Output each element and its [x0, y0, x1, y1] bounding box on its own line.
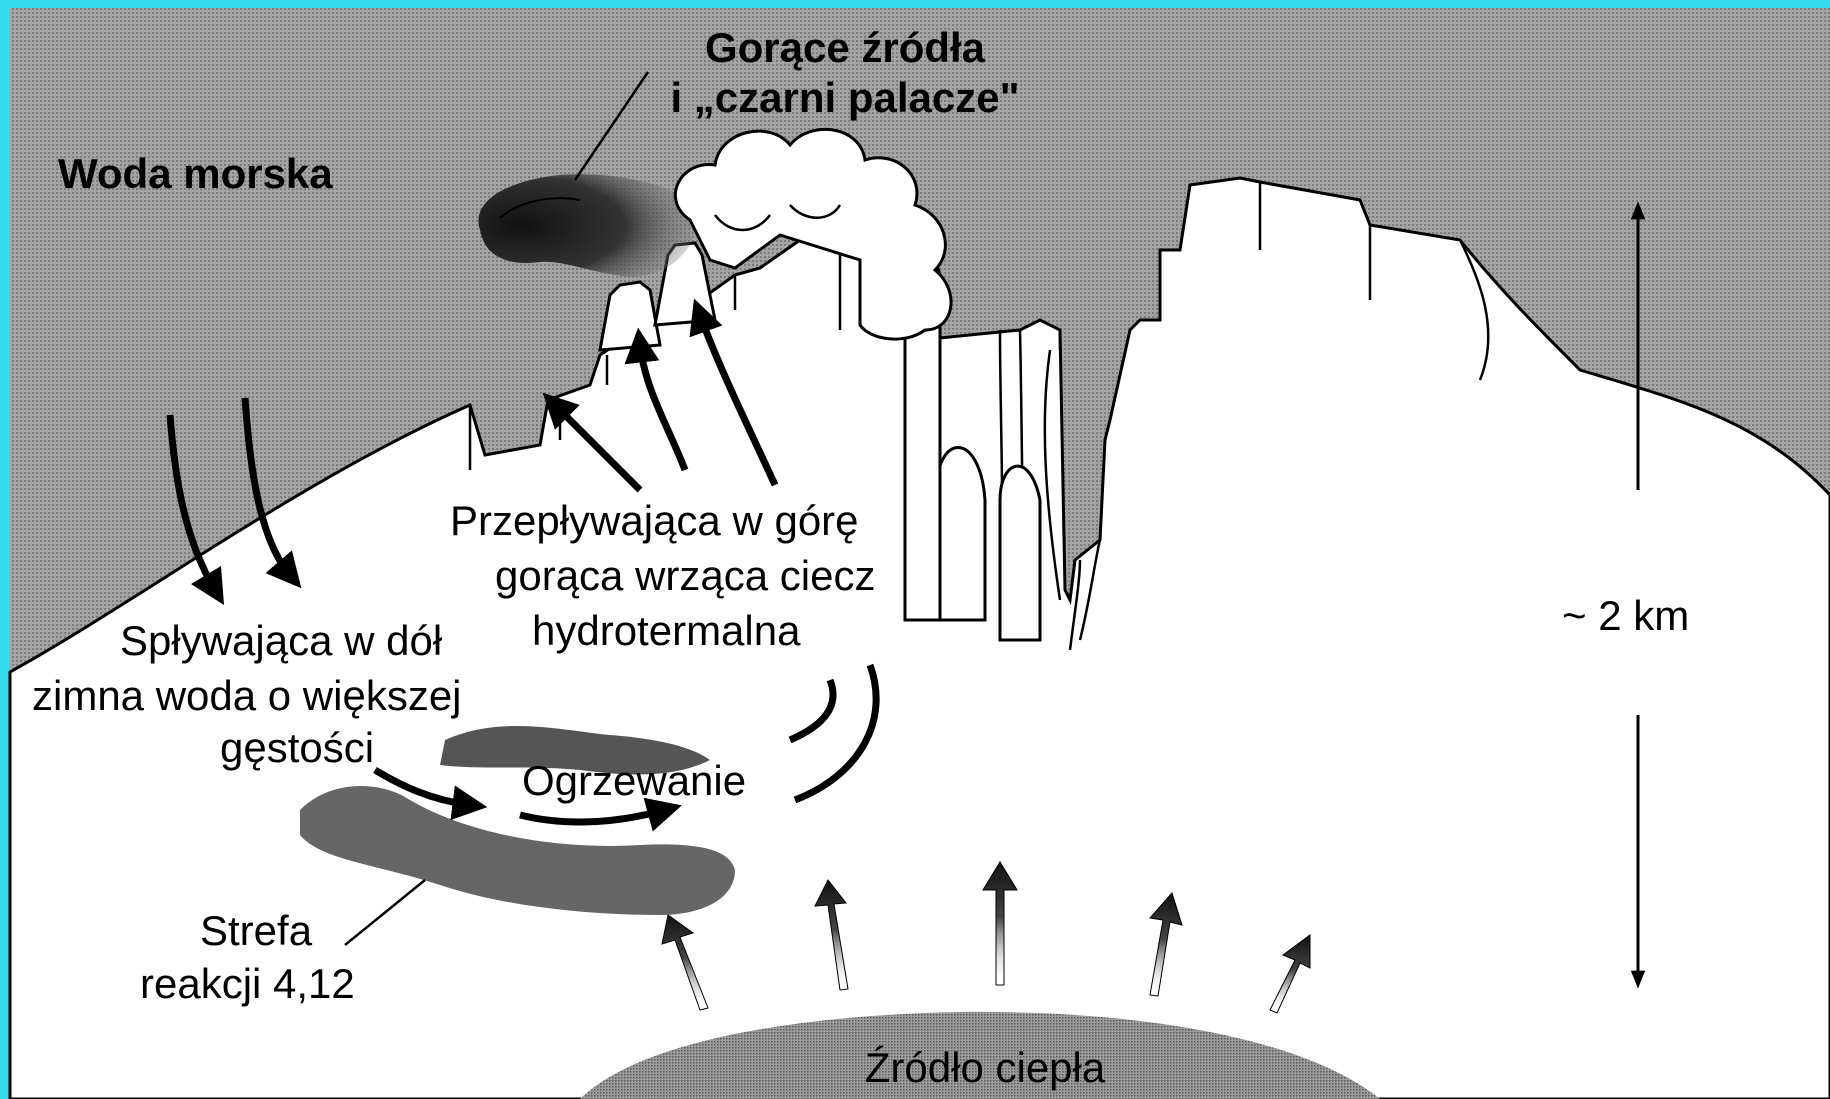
reaction-zone-label-line2: reakcji 4,12 [140, 960, 355, 1007]
sea-water-label: Woda morska [58, 150, 333, 197]
heating-label: Ogrzewanie [522, 757, 746, 804]
upflow-label-line2: gorąca wrząca ciecz [495, 552, 875, 599]
downflow-label-line1: Spływająca w dół [120, 617, 443, 664]
black-smoker-icon [478, 174, 693, 276]
depth-label: ~ 2 km [1562, 592, 1689, 639]
hot-springs-label-line1: Gorące źródła [705, 24, 986, 71]
heat-source-label: Źródło ciepła [865, 1044, 1106, 1091]
upflow-label-line1: Przepływająca w górę [450, 497, 859, 544]
downflow-label-line3: gęstości [220, 724, 374, 771]
upflow-label-line3: hydrotermalna [532, 607, 801, 654]
hot-springs-label-line2: i „czarni palacze" [670, 74, 1019, 121]
reaction-zone-label-line1: Strefa [200, 907, 313, 954]
downflow-label-line2: zimna woda o większej [32, 672, 462, 719]
